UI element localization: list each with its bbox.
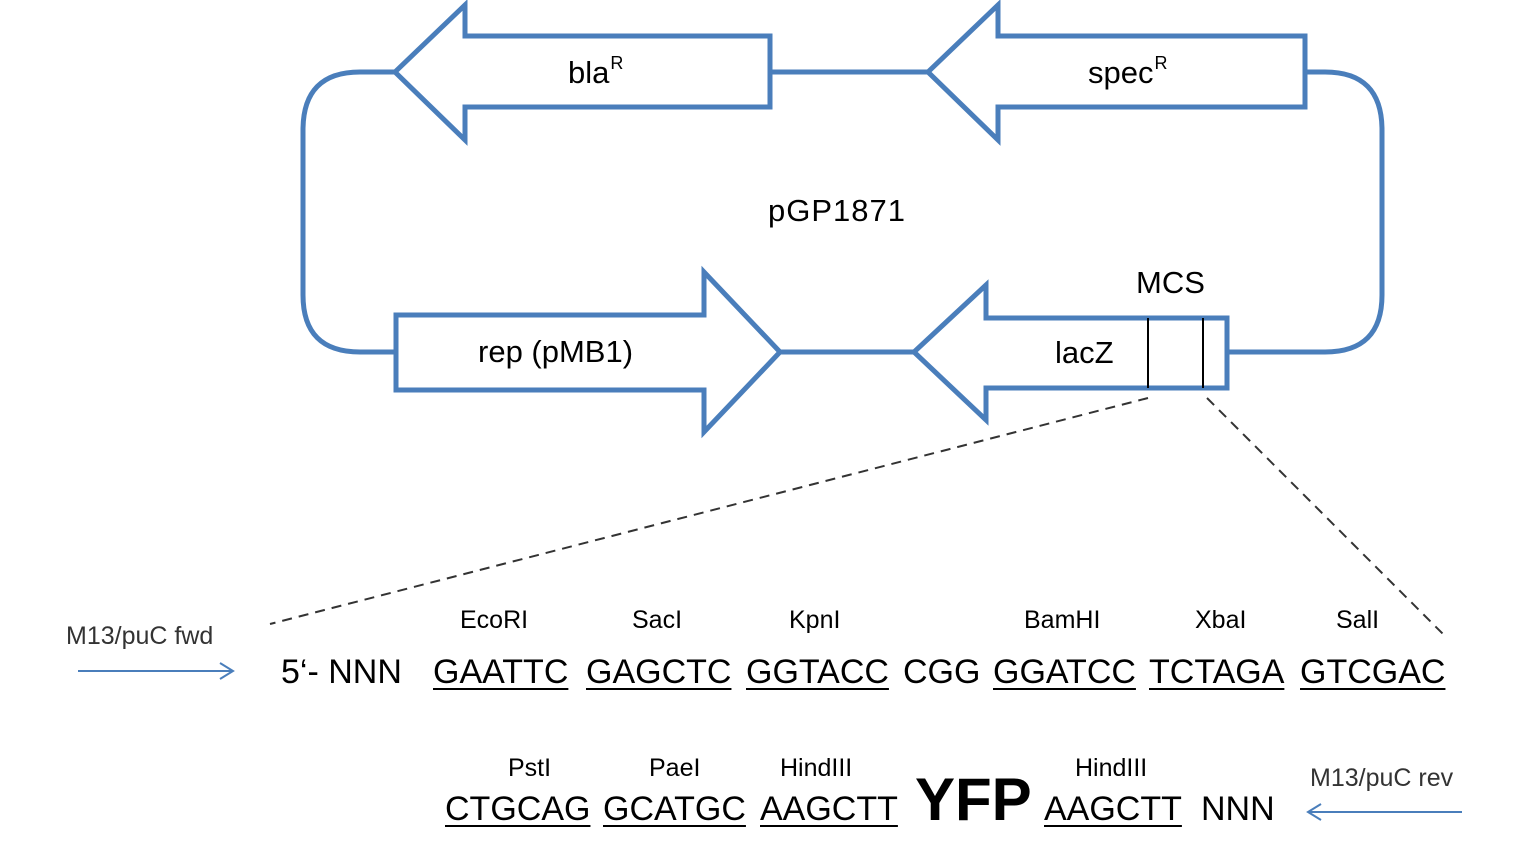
gene-label-rep: rep (pMB1): [478, 334, 634, 369]
restriction-site-sequence: GTCGAC: [1300, 653, 1446, 691]
enzyme-label: PstI: [508, 754, 552, 782]
gene-label-bla: blaR: [568, 53, 624, 90]
mcs-label: MCS: [1136, 265, 1205, 300]
enzyme-label: HindIII: [780, 754, 853, 782]
enzyme-label: SalI: [1336, 606, 1380, 634]
enzyme-label: BamHI: [1024, 606, 1101, 634]
restriction-site-sequence: GAGCTC: [586, 653, 732, 691]
restriction-site-sequence: GCATGC: [603, 790, 746, 828]
spacer-sequence: CGG: [903, 653, 981, 691]
sequence-prefix: 5‘- NNN: [281, 653, 402, 691]
primer-rev-label: M13/puC rev: [1310, 764, 1454, 792]
primer-fwd-arrow: [78, 662, 235, 680]
zoom-line-right: [1206, 397, 1448, 639]
rep-arrow: [393, 265, 784, 439]
sequence-suffix: NNN: [1201, 790, 1275, 828]
enzyme-label: HindIII: [1075, 754, 1148, 782]
restriction-site-sequence: GAATTC: [433, 653, 569, 691]
restriction-site-sequence: GGTACC: [746, 653, 889, 691]
backbone-right-arc: [1227, 69, 1385, 355]
gene-label-lacz: lacZ: [1055, 335, 1114, 370]
primer-fwd-label: M13/puC fwd: [66, 622, 214, 650]
restriction-site-sequence: AAGCTT: [760, 790, 898, 828]
enzyme-label: SacI: [632, 606, 683, 634]
plasmid-name: pGP1871: [768, 193, 906, 228]
restriction-site-sequence: TCTAGA: [1149, 653, 1285, 691]
gene-label-spec: specR: [1088, 53, 1168, 90]
enzyme-label: XbaI: [1195, 606, 1247, 634]
enzyme-label: EcoRI: [460, 606, 529, 634]
spec-arrow: [924, 0, 1308, 146]
primer-rev-arrow: [1306, 803, 1462, 821]
restriction-site-sequence: GGATCC: [993, 653, 1136, 691]
bla-arrow: [391, 0, 773, 146]
enzyme-label: KpnI: [789, 606, 841, 634]
insert-label: YFP: [915, 766, 1032, 833]
restriction-site-sequence: AAGCTT: [1044, 790, 1182, 828]
backbone-left-arc: [300, 69, 396, 355]
enzyme-label: PaeI: [649, 754, 701, 782]
restriction-site-sequence: CTGCAG: [445, 790, 591, 828]
zoom-line-left: [269, 397, 1149, 625]
